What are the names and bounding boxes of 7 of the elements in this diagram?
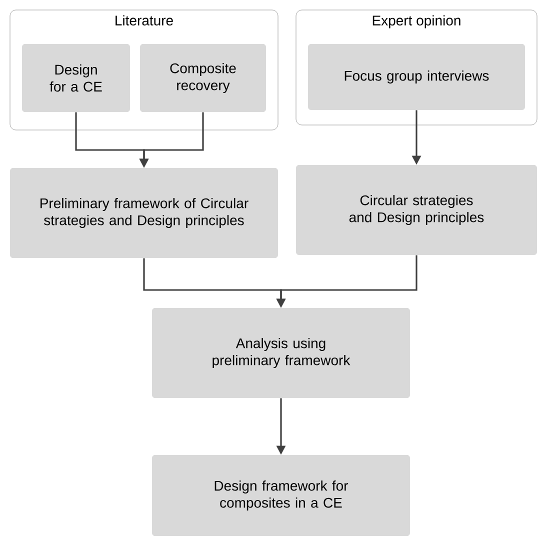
process-box: Focus group interviews (308, 44, 525, 110)
process-box: Analysis using preliminary framework (152, 308, 410, 398)
process-box: Preliminary framework of Circular strategies and Design principles (10, 168, 278, 258)
process-box: Design framework for composites in a CE (152, 455, 410, 536)
process-box: Circular strategies and Design principles (296, 165, 537, 255)
process-box: Composite recovery (140, 44, 266, 112)
process-box: Design for a CE (22, 44, 130, 112)
